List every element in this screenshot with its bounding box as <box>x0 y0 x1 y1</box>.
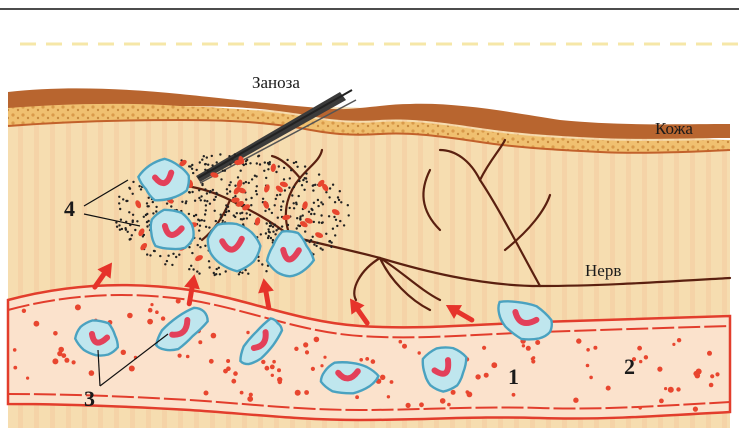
label-number-2: 2 <box>624 356 635 378</box>
label-number-4: 4 <box>64 198 75 220</box>
label-splinter: Заноза <box>252 74 300 91</box>
label-number-1: 1 <box>508 366 519 388</box>
label-nerve: Нерв <box>585 262 621 279</box>
label-skin: Кожа <box>655 120 693 137</box>
label-number-3: 3 <box>84 388 95 410</box>
